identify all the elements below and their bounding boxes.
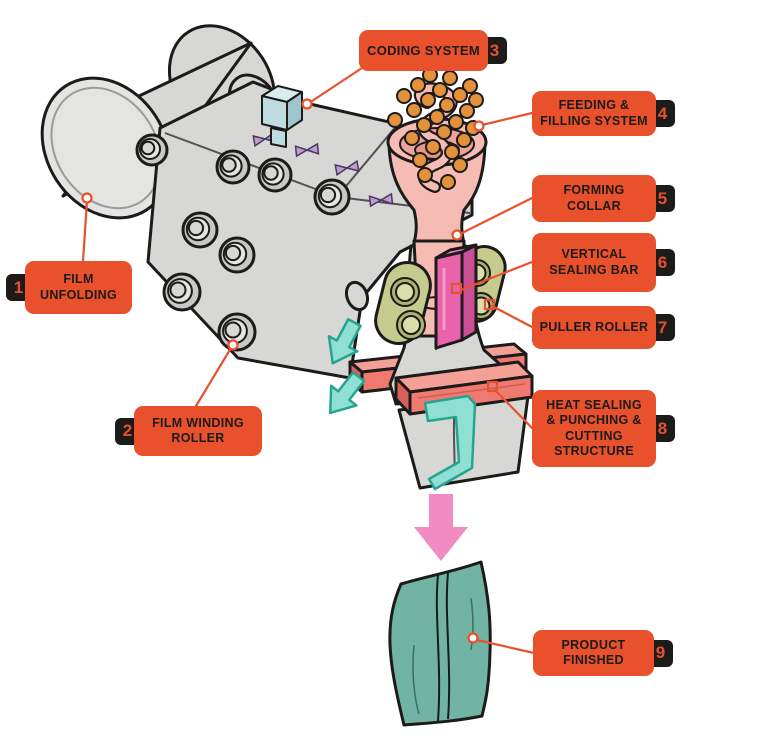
point-marker (451, 229, 463, 241)
roller (215, 149, 251, 185)
label-film-unfolding: 1 FILM UNFOLDING (6, 261, 132, 314)
label-7-text: PULLER ROLLER (532, 306, 656, 349)
point-marker (486, 380, 499, 393)
label-vertical-sealing-bar: VERTICAL SEALING BAR 6 (532, 233, 675, 292)
point-marker (483, 298, 496, 311)
label-8-text: HEAT SEALING & PUNCHING & CUTTING STRUCT… (532, 390, 656, 467)
puller-roller-left (374, 261, 432, 345)
roller (181, 211, 219, 249)
label-3-text: CODING SYSTEM (359, 30, 488, 71)
pellets (387, 67, 484, 190)
point-marker (467, 632, 479, 644)
label-film-winding-roller: 2 FILM WINDING ROLLER (115, 406, 262, 456)
label-1-text: FILM UNFOLDING (25, 261, 132, 314)
film-motion-arrow-bottom (328, 371, 366, 415)
leader-lines (81, 66, 536, 655)
roller (162, 272, 202, 312)
label-forming-collar: FORMING COLLAR 5 (532, 175, 675, 222)
roller (135, 133, 169, 167)
finished-bag (388, 560, 492, 727)
point-marker (227, 339, 239, 351)
product-flow-arrow (414, 494, 468, 561)
coding-head (261, 85, 303, 148)
point-marker (450, 282, 463, 295)
label-feeding-filling-system: FEEDING & FILLING SYSTEM 4 (532, 91, 675, 136)
label-4-text: FEEDING & FILLING SYSTEM (532, 91, 656, 136)
point-marker (81, 192, 93, 204)
label-product-finished: PRODUCT FINISHED 9 (533, 630, 673, 676)
film-path-bracket-arrow (423, 394, 477, 491)
label-2-text: FILM WINDING ROLLER (134, 406, 262, 456)
point-marker (301, 98, 313, 110)
label-9-text: PRODUCT FINISHED (533, 630, 654, 676)
label-5-text: FORMING COLLAR (532, 175, 656, 222)
label-puller-roller: PULLER ROLLER 7 (532, 306, 675, 349)
roller (313, 178, 351, 216)
label-heat-sealing-structure: HEAT SEALING & PUNCHING & CUTTING STRUCT… (532, 390, 675, 467)
label-6-text: VERTICAL SEALING BAR (532, 233, 656, 292)
film-guide-rollers (135, 133, 351, 352)
film-motion-arrow-top (327, 318, 362, 365)
roller (217, 312, 257, 352)
point-marker (473, 120, 485, 132)
roller (218, 236, 256, 274)
roller (257, 157, 293, 193)
vertical-sealing-bar (434, 243, 478, 350)
label-coding-system: CODING SYSTEM 3 (359, 30, 507, 71)
